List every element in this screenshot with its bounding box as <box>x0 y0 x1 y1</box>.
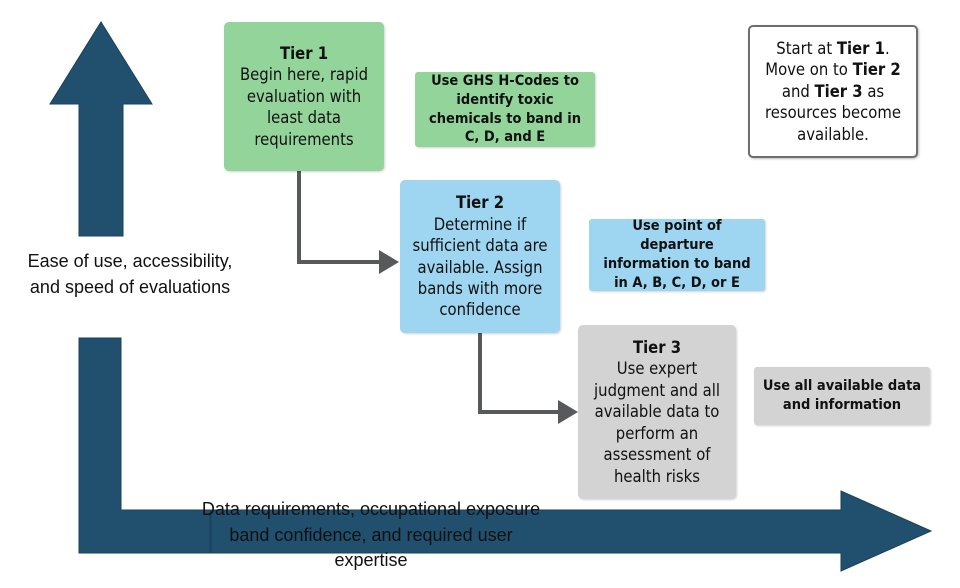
instruction-note-text: Start at Tier 1. Move on to Tier 2 and T… <box>750 38 916 145</box>
tier-3-callout-text: Use all available data and information <box>762 378 922 413</box>
axis-corner-shape <box>78 337 211 554</box>
note-line3-suffix: as <box>862 81 885 101</box>
note-line3-prefix: and <box>781 81 815 101</box>
tier-1-title: Tier 1 <box>279 43 329 63</box>
tier-2-title: Tier 2 <box>455 193 505 213</box>
tier-2-callout-box[interactable]: Use point of departure information to ba… <box>589 218 765 291</box>
tier-1-callout-text: Use GHS H-Codes to identify toxic chemic… <box>428 72 582 146</box>
elbow-arrow-icon-tier2-tier3 <box>478 333 578 424</box>
note-line1-suffix: . <box>885 38 890 58</box>
tier-2-callout-text: Use point of departure information to ba… <box>603 218 751 291</box>
tier-2-body: Determine if sufficient data are availab… <box>412 214 548 320</box>
elbow-arrow-icon-tier1-tier2 <box>297 171 399 274</box>
note-line1-bold: Tier 1 <box>836 38 885 58</box>
note-line2-bold: Tier 2 <box>852 60 901 80</box>
note-line3-bold: Tier 3 <box>814 81 863 101</box>
vertical-axis-label: Ease of use, accessibility, and speed of… <box>27 251 233 297</box>
tier-1-body: Begin here, rapid evaluation with least … <box>239 65 368 149</box>
right-arrow-icon <box>210 490 933 572</box>
up-arrow-icon <box>49 21 153 237</box>
note-line4: resources become <box>765 103 901 123</box>
tier-3-title: Tier 3 <box>632 337 682 357</box>
tier-3-body: Use expert judgment and all available da… <box>594 359 720 486</box>
tier-1-callout-box[interactable]: Use GHS H-Codes to identify toxic chemic… <box>415 72 595 147</box>
instruction-note-box[interactable]: Start at Tier 1. Move on to Tier 2 and T… <box>748 25 918 158</box>
note-line1-prefix: Start at <box>776 38 837 58</box>
note-line5: available. <box>797 124 869 144</box>
tier-3-callout-box[interactable]: Use all available data and information <box>754 367 930 425</box>
horizontal-axis-label: Data requirements, occupational exposure… <box>201 499 541 571</box>
note-line2-prefix: Move on to <box>765 60 853 80</box>
